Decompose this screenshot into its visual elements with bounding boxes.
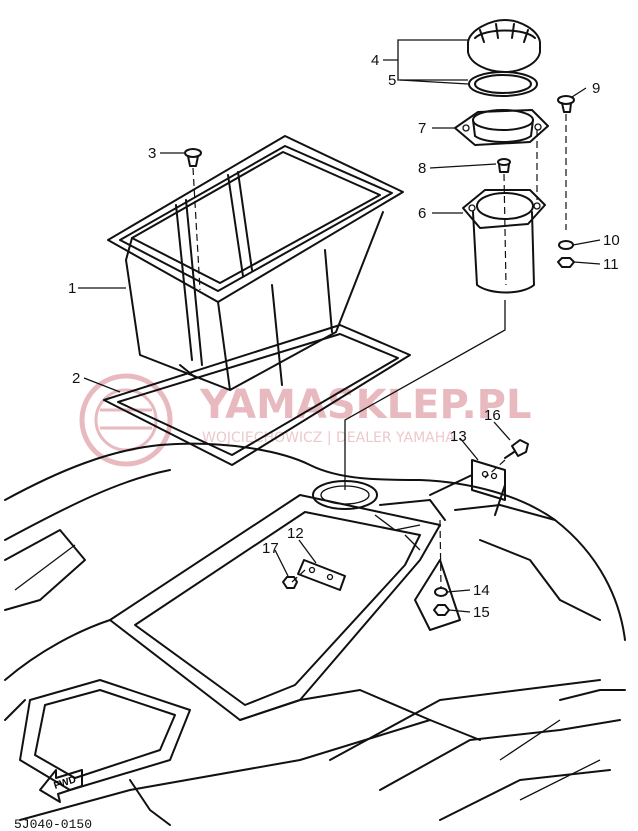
callout-labels: 1 2 3 4 5 6 7 8 9 10 11 12 13 14 15 16 1… <box>68 52 620 621</box>
watermark-brand: YAMASKLEP.PL <box>199 382 531 428</box>
bolt-16 <box>484 439 529 479</box>
fuel-cap <box>467 19 541 73</box>
callout-16: 16 <box>484 407 501 424</box>
diagram-code: 5J040-0150 <box>14 817 92 831</box>
gasket <box>103 324 411 466</box>
storage-box <box>107 135 404 391</box>
callout-11: 11 <box>603 256 619 273</box>
callout-6: 6 <box>418 205 426 222</box>
filler-neck-flange <box>454 109 549 200</box>
leaders <box>78 39 601 613</box>
callout-7: 7 <box>418 120 426 137</box>
washer-14 <box>434 587 448 597</box>
nut-11 <box>557 257 575 268</box>
callout-13: 13 <box>450 428 467 445</box>
callout-2: 2 <box>72 370 80 387</box>
nut-15 <box>433 604 450 616</box>
callout-8: 8 <box>418 160 426 177</box>
nut-17 <box>282 569 306 589</box>
hull-deck <box>4 442 626 826</box>
callout-4: 4 <box>371 52 379 69</box>
callout-12: 12 <box>287 525 304 542</box>
filler-hose <box>344 189 546 490</box>
callout-1: 1 <box>68 280 76 297</box>
bracket-13 <box>429 459 506 516</box>
callout-14: 14 <box>473 582 490 599</box>
watermark-logo-icon <box>79 373 173 467</box>
callout-15: 15 <box>473 604 490 621</box>
watermark: YAMASKLEP.PL WOJCIECHOWICZ | DEALER YAMA… <box>79 373 531 467</box>
plug-8 <box>497 158 511 286</box>
callout-10: 10 <box>603 232 620 249</box>
callout-3: 3 <box>148 145 156 162</box>
plate-12 <box>297 559 346 591</box>
washer-10 <box>558 240 574 250</box>
screw-9 <box>557 95 575 230</box>
screw-3 <box>184 148 202 291</box>
callout-9: 9 <box>592 80 600 97</box>
watermark-tagline: WOJCIECHOWICZ | DEALER YAMAHA <box>202 430 455 446</box>
callout-5: 5 <box>388 72 396 89</box>
o-ring <box>468 71 538 97</box>
callout-17: 17 <box>262 540 279 557</box>
